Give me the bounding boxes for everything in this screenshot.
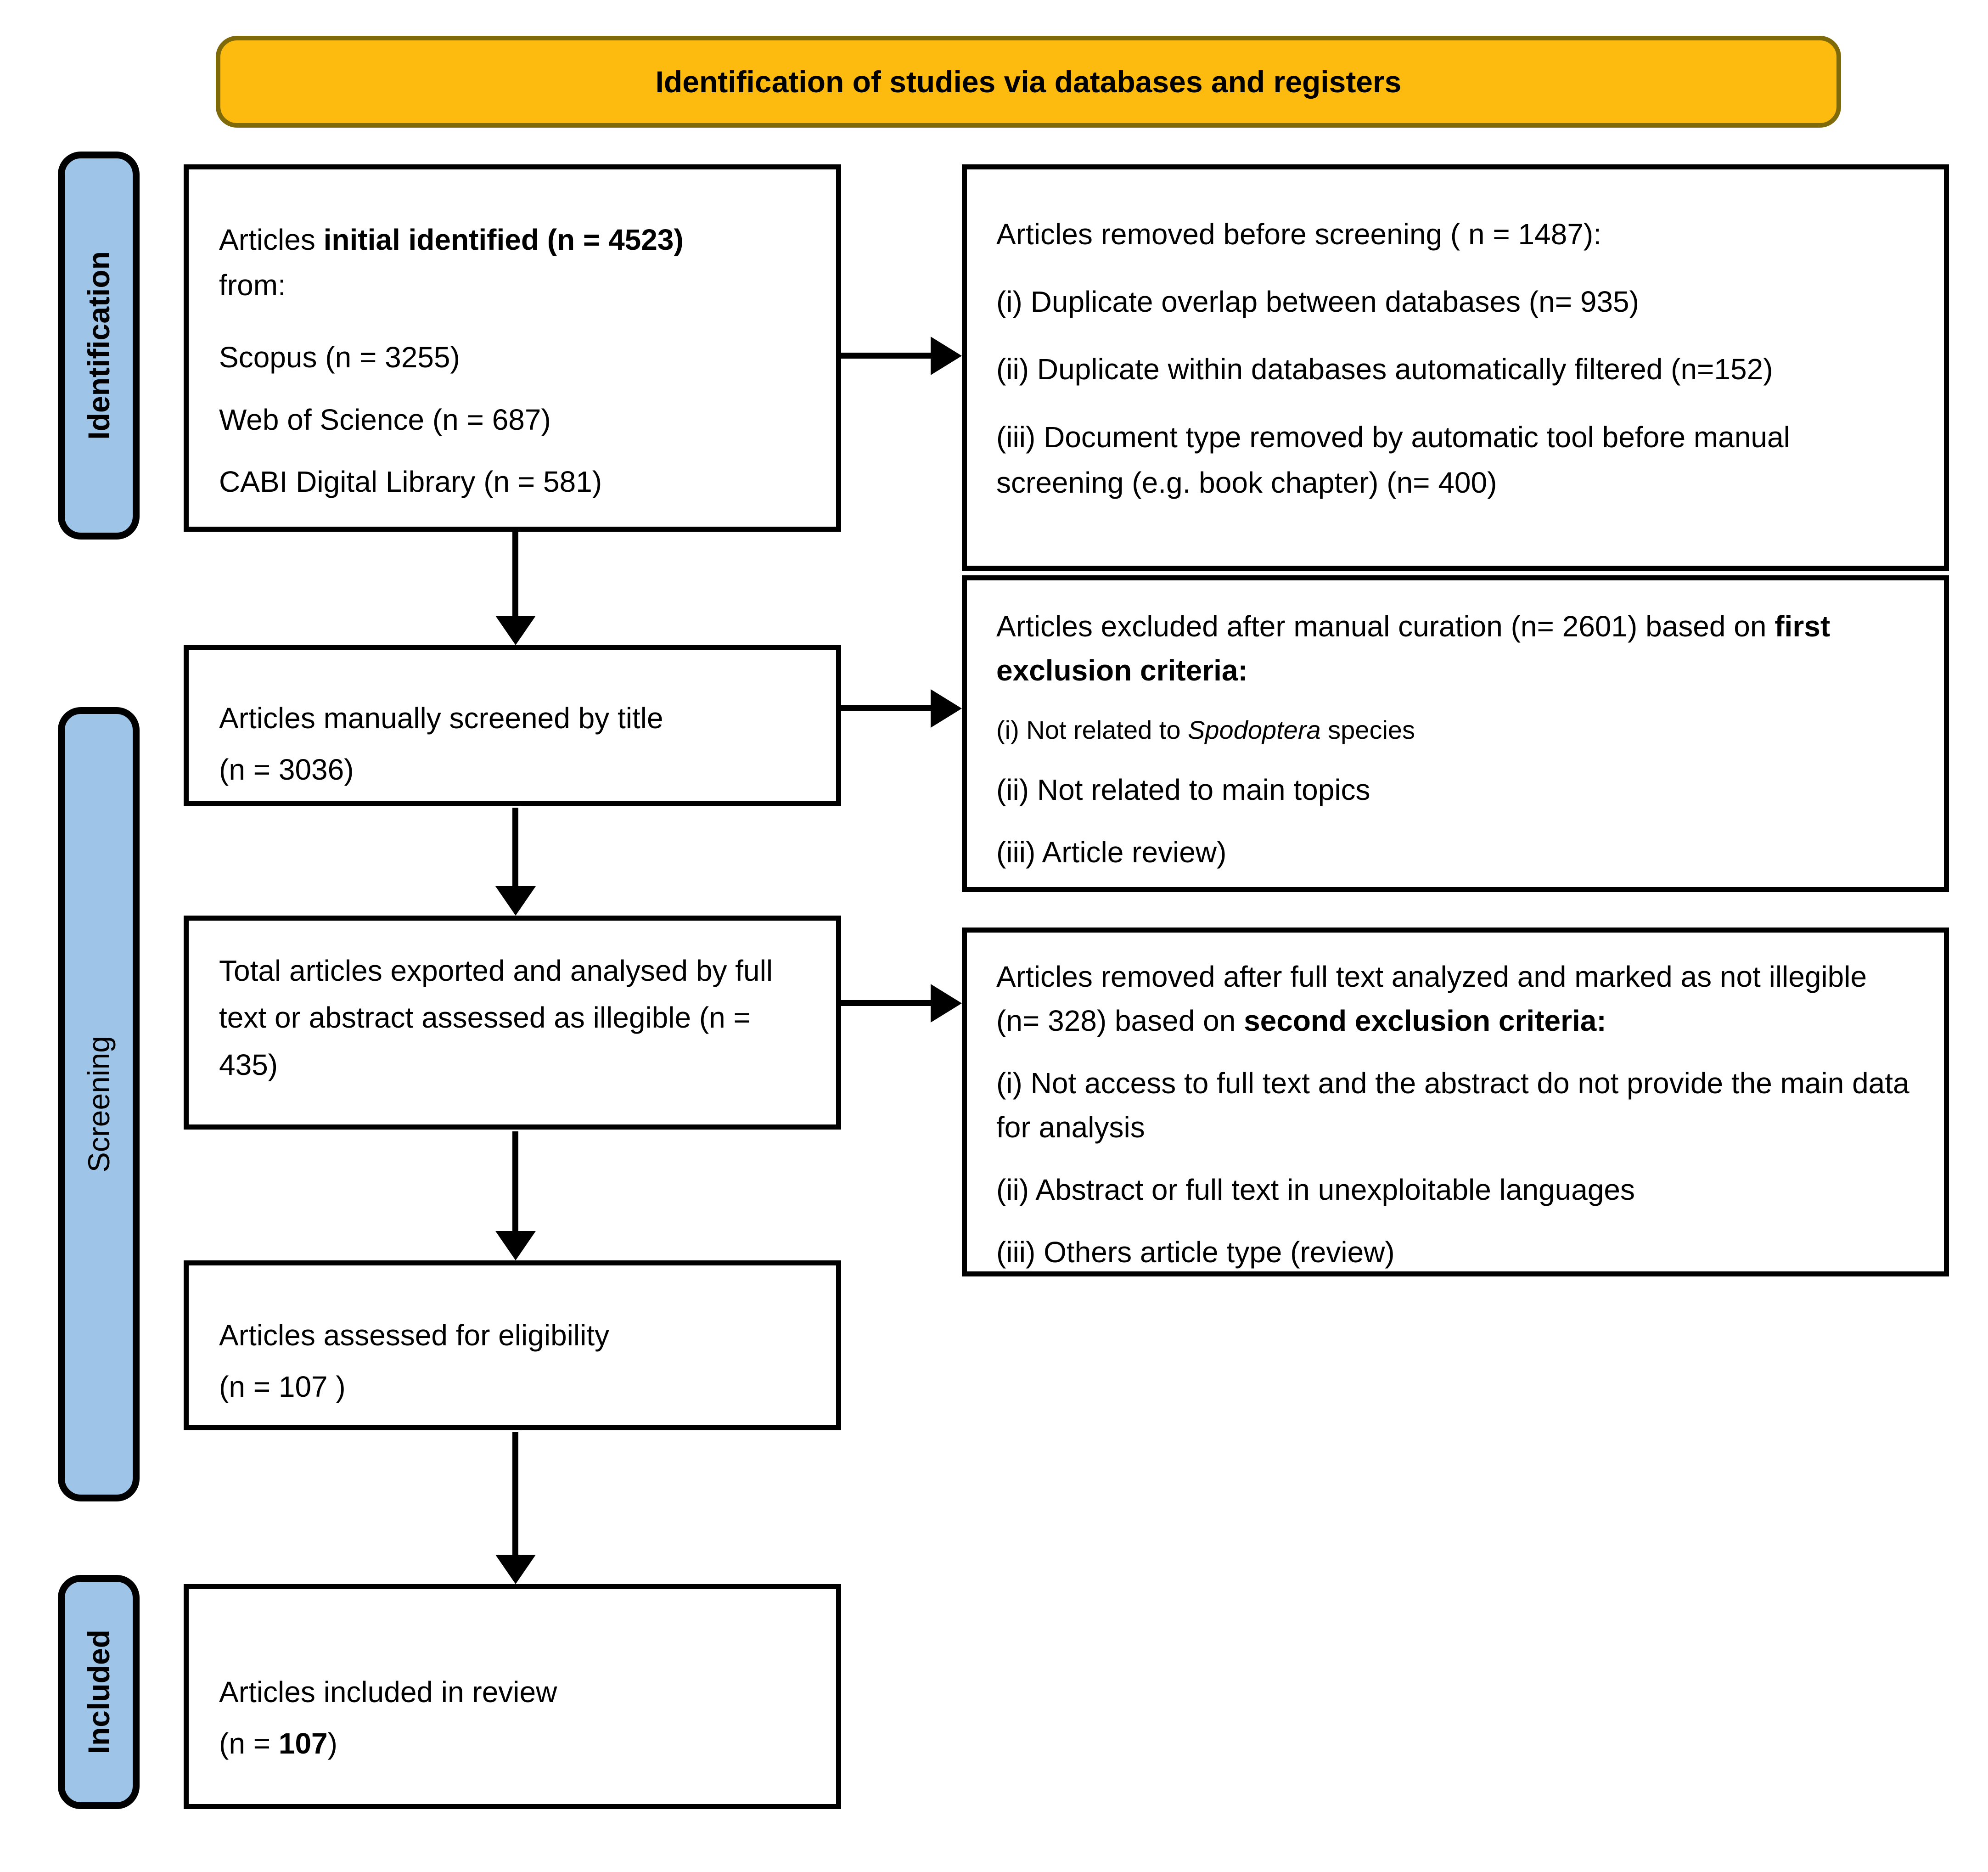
removed-before-item-1: (i) Duplicate overlap between databases … [996, 285, 1639, 319]
removed-before-item-2: (ii) Duplicate within databases automati… [996, 353, 1773, 386]
source-cabi: CABI Digital Library (n = 581) [219, 465, 602, 498]
source-scopus: Scopus (n = 3255) [219, 341, 460, 374]
stage-label-screening-text: Screening [82, 1036, 116, 1173]
stage-label-screening: Screening [58, 707, 140, 1501]
included-line1: Articles included in review [219, 1675, 557, 1709]
box-articles-removed-after-fulltext: Articles removed after full text analyze… [962, 928, 1949, 1276]
excluded-item1-post: species [1320, 715, 1415, 744]
removed-before-item-3: (iii) Document type removed by automatic… [996, 420, 1790, 499]
excluded-manual-item-3: (iii) Article review) [996, 836, 1227, 869]
arrow-screened-to-fulltext [512, 808, 518, 886]
eligibility-line1: Articles assessed for eligibility [219, 1319, 610, 1352]
stage-label-included-text: Included [82, 1630, 116, 1754]
arrow-fulltext-to-removed-fulltext [841, 1000, 931, 1006]
first-exclusion-criteria-label: first exclusion criteria: [996, 610, 1831, 687]
excluded-manual-item-1: (i) Not related to Spodoptera species [996, 711, 1918, 749]
removed-fulltext-item-3: (iii) Others article type (review) [996, 1236, 1395, 1269]
excluded-manual-header-text: Articles excluded after manual curation … [996, 610, 1775, 643]
included-text: Articles included in review (n = 107) [219, 1666, 815, 1769]
second-exclusion-criteria-label: second exclusion criteria: [1244, 1004, 1606, 1037]
eligibility-text: Articles assessed for eligibility (n = 10… [219, 1310, 815, 1412]
arrow-initial-to-screened [512, 532, 518, 616]
arrow-screened-to-excluded [841, 705, 931, 711]
banner: Identification of studies via databases … [216, 36, 1841, 128]
spodoptera-species-name: Spodoptera [1188, 715, 1321, 744]
initial-from-label: from: [219, 269, 286, 302]
removed-fulltext-item-2: (ii) Abstract or full text in unexploita… [996, 1173, 1635, 1206]
source-web-of-science: Web of Science (n = 687) [219, 403, 551, 436]
box-articles-excluded-manual-curation: Articles excluded after manual curation … [962, 575, 1949, 892]
included-count-pre: (n = [219, 1727, 279, 1760]
initial-lead-bold: initial identified (n = 4523) [323, 223, 684, 256]
removed-fulltext-header-text: Articles removed after full text analyze… [996, 960, 1867, 1037]
box-articles-assessed-eligibility: Articles assessed for eligibility (n = 10… [184, 1260, 841, 1430]
removed-fulltext-item-1: (i) Not access to full text and the abst… [996, 1067, 1909, 1144]
stage-label-included: Included [58, 1575, 140, 1809]
arrow-eligibility-to-included [512, 1432, 518, 1555]
arrow-initial-to-removed-before [841, 353, 931, 359]
removed-fulltext-header: Articles removed after full text analyze… [996, 955, 1918, 1043]
screened-count: (n = 3036) [219, 753, 354, 786]
arrow-fulltext-to-eligibility [512, 1131, 518, 1231]
initial-identified-text: Articles initial identified (n = 4523) fr… [219, 217, 815, 308]
banner-title: Identification of studies via databases … [655, 65, 1402, 99]
box-articles-initial-identified: Articles initial identified (n = 4523) fr… [184, 164, 841, 532]
initial-lead: Articles [219, 223, 324, 256]
excluded-item1-pre: (i) Not related to [996, 715, 1188, 744]
included-count-post: ) [327, 1727, 337, 1760]
included-count: 107 [278, 1727, 328, 1760]
stage-label-identification: Identification [58, 152, 140, 540]
box-articles-included-review: Articles included in review (n = 107) [184, 1584, 841, 1809]
removed-before-header: Articles removed before screening ( n = … [996, 218, 1601, 251]
box-articles-manually-screened: Articles manually screened by title (n = … [184, 645, 841, 806]
eligibility-count: (n = 107 ) [219, 1370, 346, 1403]
screened-line1: Articles manually screened by title [219, 702, 663, 735]
excluded-manual-item-2: (ii) Not related to main topics [996, 773, 1370, 806]
screened-text: Articles manually screened by title (n = … [219, 692, 815, 795]
stage-label-identification-text: Identification [82, 251, 116, 440]
box-articles-removed-before-screening: Articles removed before screening ( n = … [962, 164, 1949, 571]
box-articles-fulltext-analysed: Total articles exported and analysed by … [184, 916, 841, 1130]
fulltext-text: Total articles exported and analysed by … [219, 954, 773, 1081]
excluded-manual-header: Articles excluded after manual curation … [996, 604, 1918, 692]
